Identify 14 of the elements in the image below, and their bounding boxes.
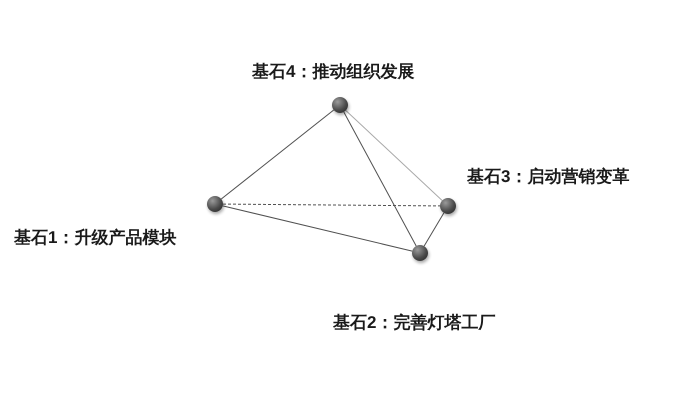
sphere-node — [440, 198, 456, 214]
node-caption: 基石4：推动组织发展 — [252, 62, 414, 82]
sphere-node — [332, 97, 348, 113]
connector-line — [220, 109, 334, 200]
sphere-node — [207, 196, 223, 212]
node-caption: 基石3：启动营销变革 — [467, 167, 630, 187]
connector-line — [222, 204, 440, 206]
connector-line — [343, 112, 417, 246]
connector-line — [424, 212, 444, 247]
node-caption: 基石2：完善灯塔工厂 — [333, 313, 496, 333]
connector-line — [345, 110, 443, 202]
node-caption: 基石1：升级产品模块 — [14, 228, 176, 248]
connector-line — [222, 205, 413, 252]
sphere-node — [412, 245, 428, 261]
